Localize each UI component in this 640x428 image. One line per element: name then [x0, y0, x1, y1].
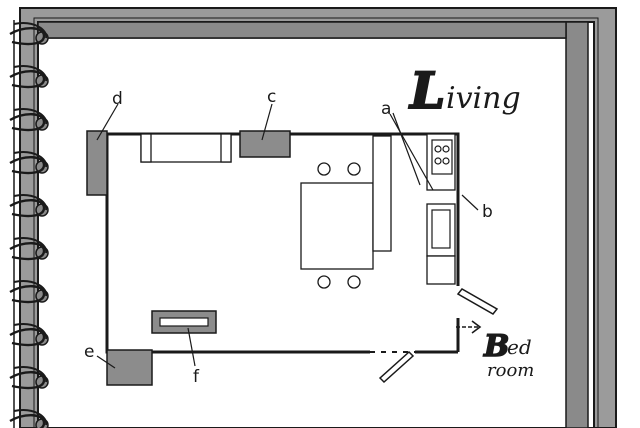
label-f: f — [193, 367, 200, 387]
room-title: L iving — [407, 60, 521, 121]
bedroom-big-letter: B — [483, 329, 509, 364]
label-a: a — [381, 99, 391, 119]
spiral-binding-icon — [9, 20, 49, 428]
spiral-ring — [9, 323, 49, 347]
tv-stand-f — [151, 310, 217, 334]
leader-lines — [96, 103, 479, 369]
cabinet-c — [239, 130, 291, 158]
spiral-ring — [9, 237, 49, 261]
title-big-letter: L — [408, 61, 445, 120]
label-d: d — [112, 89, 123, 109]
title-rest: iving — [446, 81, 521, 116]
door-bottom — [378, 350, 415, 384]
sink-icon — [431, 209, 451, 249]
label-e: e — [84, 342, 94, 362]
spiral-ring — [9, 409, 49, 428]
kitchen-counter — [372, 135, 392, 252]
spiral-ring — [9, 65, 49, 89]
bedroom-label: B ed room — [482, 328, 534, 381]
spiral-ring — [9, 151, 49, 175]
label-c: c — [267, 87, 276, 107]
cabinet-e — [106, 349, 153, 386]
spiral-ring — [9, 22, 49, 46]
label-b: b — [482, 202, 493, 222]
spiral-ring — [9, 194, 49, 218]
door-right — [456, 288, 499, 315]
spiral-ring — [9, 280, 49, 304]
spiral-ring — [9, 366, 49, 390]
dining-table — [300, 182, 374, 270]
cabinet-d — [86, 130, 108, 196]
bedroom-line2: room — [487, 360, 534, 381]
bedroom-line1: ed — [507, 335, 532, 359]
stove-icon — [431, 139, 453, 175]
dining-chairs — [317, 162, 361, 289]
spiral-ring — [9, 108, 49, 132]
sofa — [140, 133, 232, 163]
arrow-right-icon — [456, 320, 482, 334]
